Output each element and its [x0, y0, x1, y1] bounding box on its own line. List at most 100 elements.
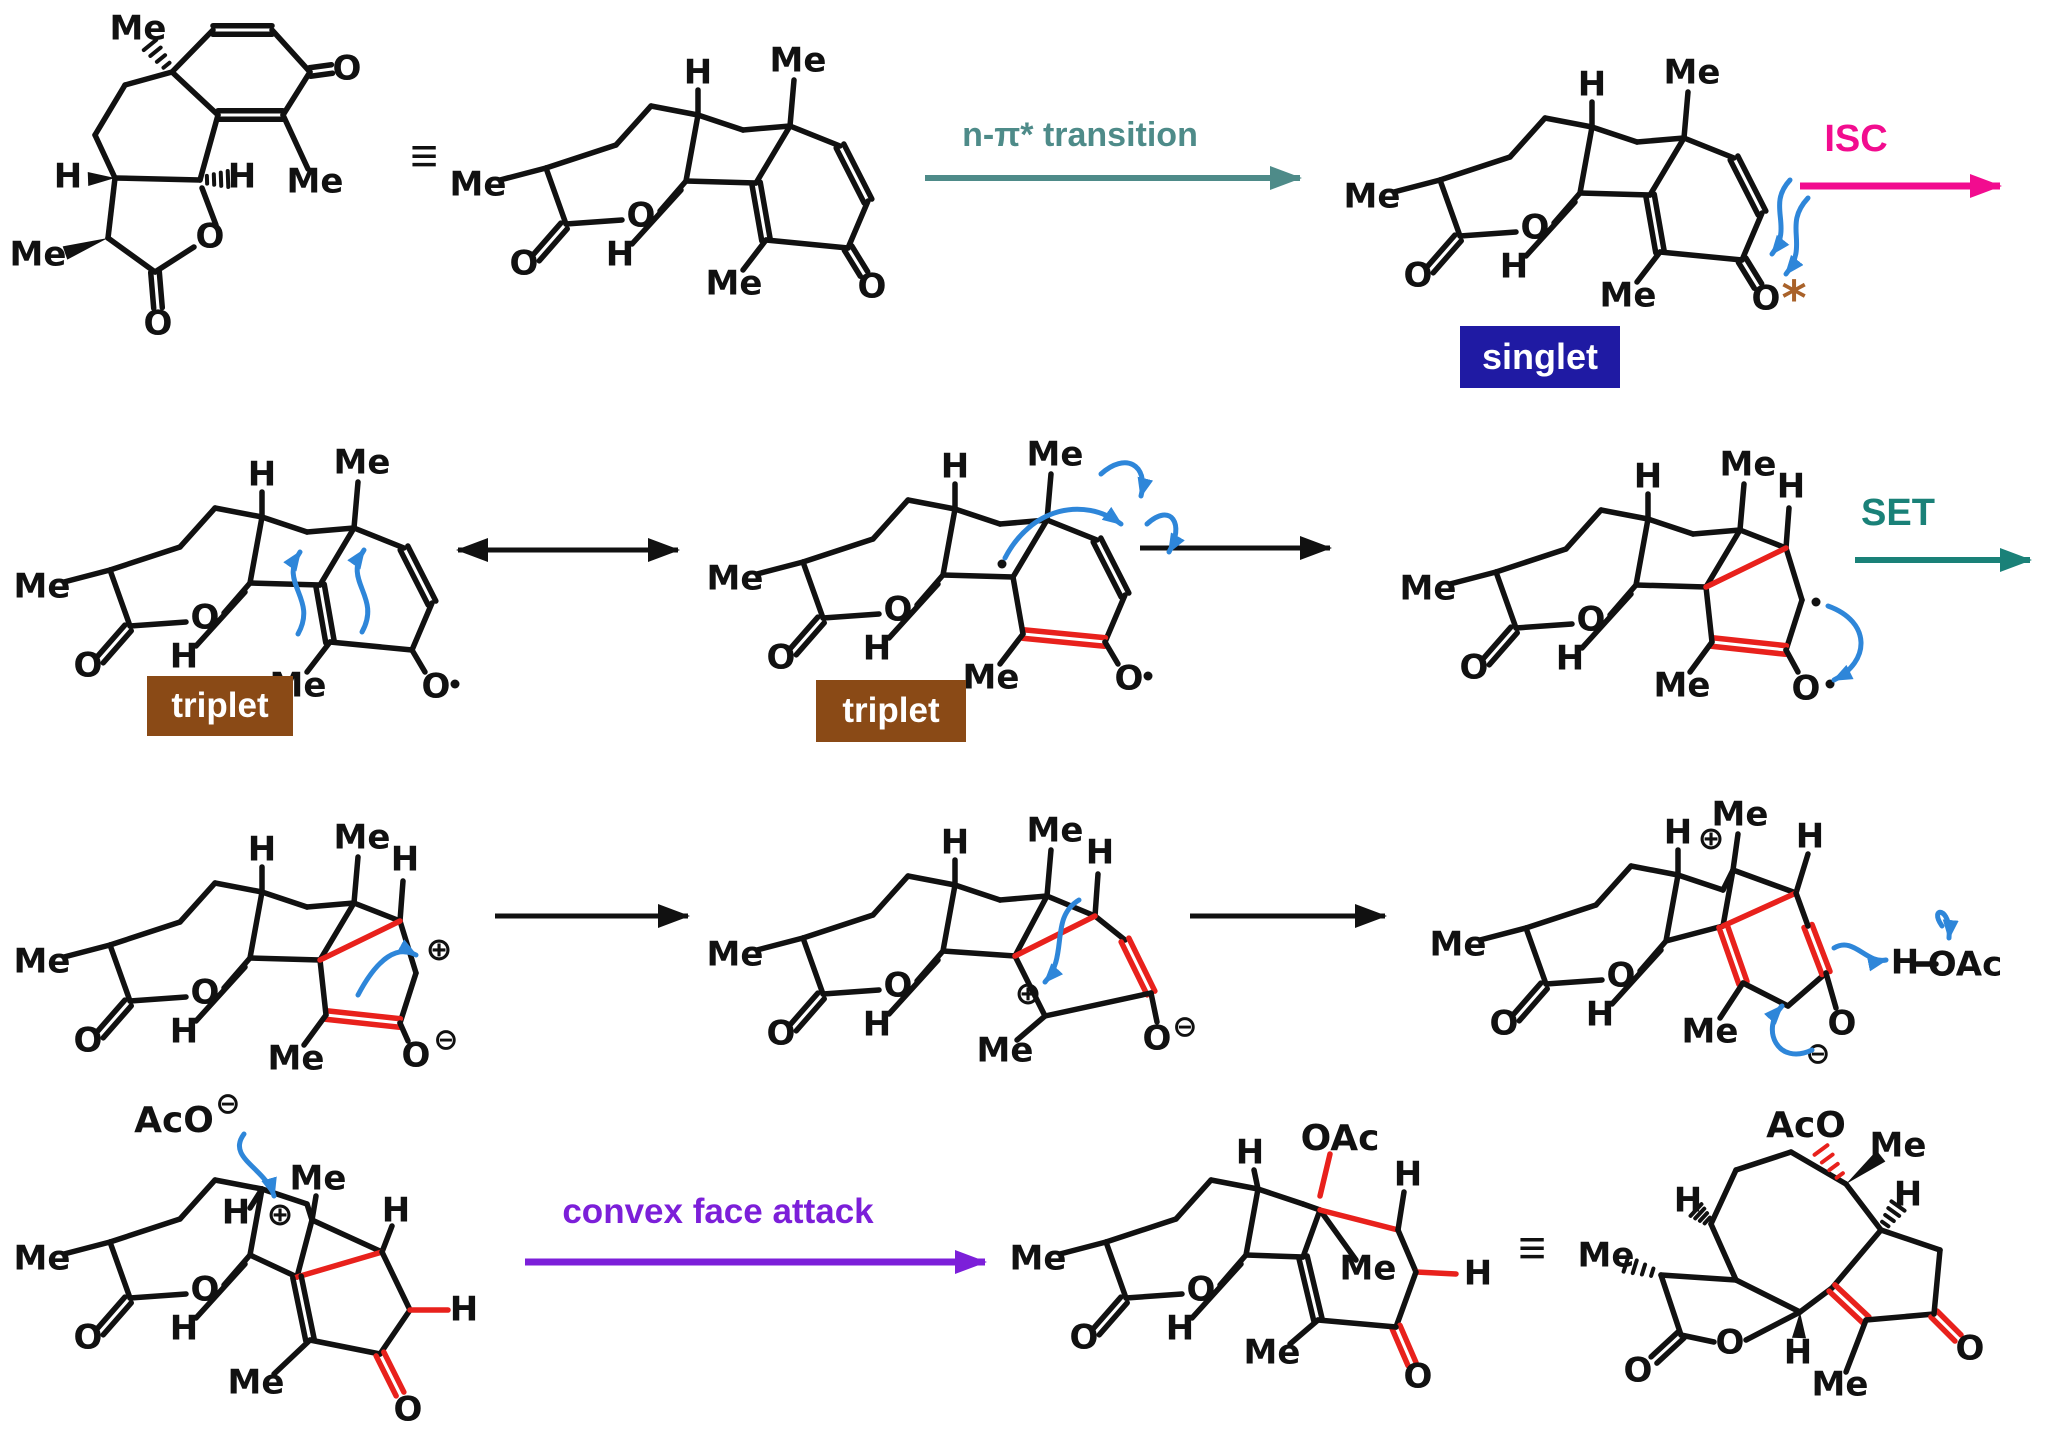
- bond: [1716, 924, 1742, 988]
- bond: [1886, 1206, 1902, 1218]
- bond: [379, 1223, 395, 1255]
- atom-label: H: [941, 823, 969, 863]
- bond: [1251, 1167, 1261, 1192]
- atom-label: O: [1716, 1323, 1745, 1363]
- equivalence-sign-2: ≡: [1517, 1222, 1546, 1275]
- bond: [940, 506, 958, 578]
- atom-label: H: [1784, 1333, 1812, 1373]
- bond: [1317, 1207, 1401, 1233]
- bond: [307, 70, 336, 80]
- bond: [1102, 639, 1121, 667]
- bond: [1832, 1282, 1872, 1320]
- bond: [177, 1177, 218, 1222]
- bond: [107, 919, 183, 948]
- bond: [1315, 1317, 1399, 1330]
- bond: [381, 1349, 407, 1395]
- bond: [1709, 634, 1790, 649]
- bond: [397, 547, 431, 608]
- bond: [294, 1249, 385, 1280]
- bond: [1793, 851, 1811, 896]
- bond: [405, 543, 439, 604]
- bond: [1014, 1013, 1048, 1043]
- bond: [952, 882, 1003, 903]
- bond: [317, 957, 329, 1018]
- bond: [161, 60, 172, 70]
- atom-label: O: [767, 638, 796, 678]
- atom-label: O: [191, 973, 220, 1013]
- bond: [141, 37, 159, 53]
- bond: [940, 572, 1016, 580]
- bond: [107, 567, 133, 629]
- bond: [1513, 621, 1575, 631]
- atom-label: Me: [228, 1363, 285, 1403]
- atom-label: O: [1624, 1351, 1653, 1391]
- atom-label: H: [170, 637, 198, 677]
- bond: [1639, 1262, 1648, 1277]
- bond: [259, 889, 310, 910]
- bond: [940, 882, 958, 954]
- atom-label: O: [191, 1270, 220, 1310]
- atom-label: H: [863, 629, 891, 669]
- atom-label: O: [1404, 1357, 1433, 1397]
- bond: [543, 165, 569, 227]
- bond: [530, 220, 564, 258]
- bond: [787, 990, 821, 1028]
- electron-pushing-arrow: [1783, 195, 1811, 277]
- atom-label: O: [1404, 256, 1433, 296]
- bond: [322, 1016, 403, 1031]
- bond: [800, 559, 826, 621]
- bond: [754, 935, 806, 953]
- atom-label: AcO: [1766, 1105, 1846, 1146]
- bond: [177, 880, 218, 925]
- bond: [212, 1177, 265, 1192]
- bond: [1098, 535, 1132, 596]
- bond: [306, 61, 335, 71]
- bond: [94, 622, 128, 660]
- atom-label: O: [402, 1036, 431, 1076]
- electron-pushing-arrow: [1831, 942, 1889, 972]
- atom-label: ⊕: [1698, 819, 1725, 857]
- atom-label: ⊕: [267, 1195, 294, 1233]
- electron-pushing-arrow: [355, 939, 419, 998]
- bond: [247, 514, 265, 586]
- atom-label: H: [248, 455, 276, 495]
- bond: [997, 631, 1026, 667]
- bond: [247, 1186, 265, 1258]
- atom-label: ⊕: [1015, 974, 1042, 1012]
- bond: [870, 873, 911, 918]
- bond: [379, 1249, 413, 1313]
- bond: [1507, 115, 1548, 160]
- bond: [1044, 471, 1054, 523]
- atom-label: H: [222, 1193, 250, 1233]
- bond: [313, 582, 329, 646]
- atom-label: Me: [707, 559, 764, 599]
- bond: [793, 620, 827, 658]
- atom-label: Me: [1344, 177, 1401, 217]
- bond: [952, 506, 1003, 527]
- atom-label: Me: [963, 658, 1020, 698]
- bond: [1737, 527, 1789, 551]
- bond: [1688, 1202, 1704, 1218]
- bond: [304, 525, 357, 535]
- bond: [1702, 1215, 1712, 1226]
- atom-label: O: [191, 598, 220, 638]
- bond: [177, 505, 218, 550]
- bond: [1819, 1152, 1835, 1165]
- atom-label: ⊖: [1805, 1037, 1830, 1072]
- bond: [1727, 157, 1761, 218]
- bond: [1090, 1294, 1124, 1332]
- atom-label: H: [1236, 1133, 1264, 1173]
- bond: [1843, 1317, 1869, 1375]
- atom-label: O: [1115, 659, 1144, 699]
- bond: [377, 1307, 413, 1357]
- atom-label: H: [1166, 1309, 1194, 1349]
- bond: [740, 123, 793, 133]
- atom-label: Me: [290, 1159, 347, 1199]
- atom-label: H: [170, 1309, 198, 1349]
- bond: [1783, 505, 1792, 551]
- bond: [1717, 980, 1746, 1021]
- bond: [1563, 507, 1604, 552]
- bond: [1317, 1207, 1359, 1263]
- bond: [1720, 890, 1799, 929]
